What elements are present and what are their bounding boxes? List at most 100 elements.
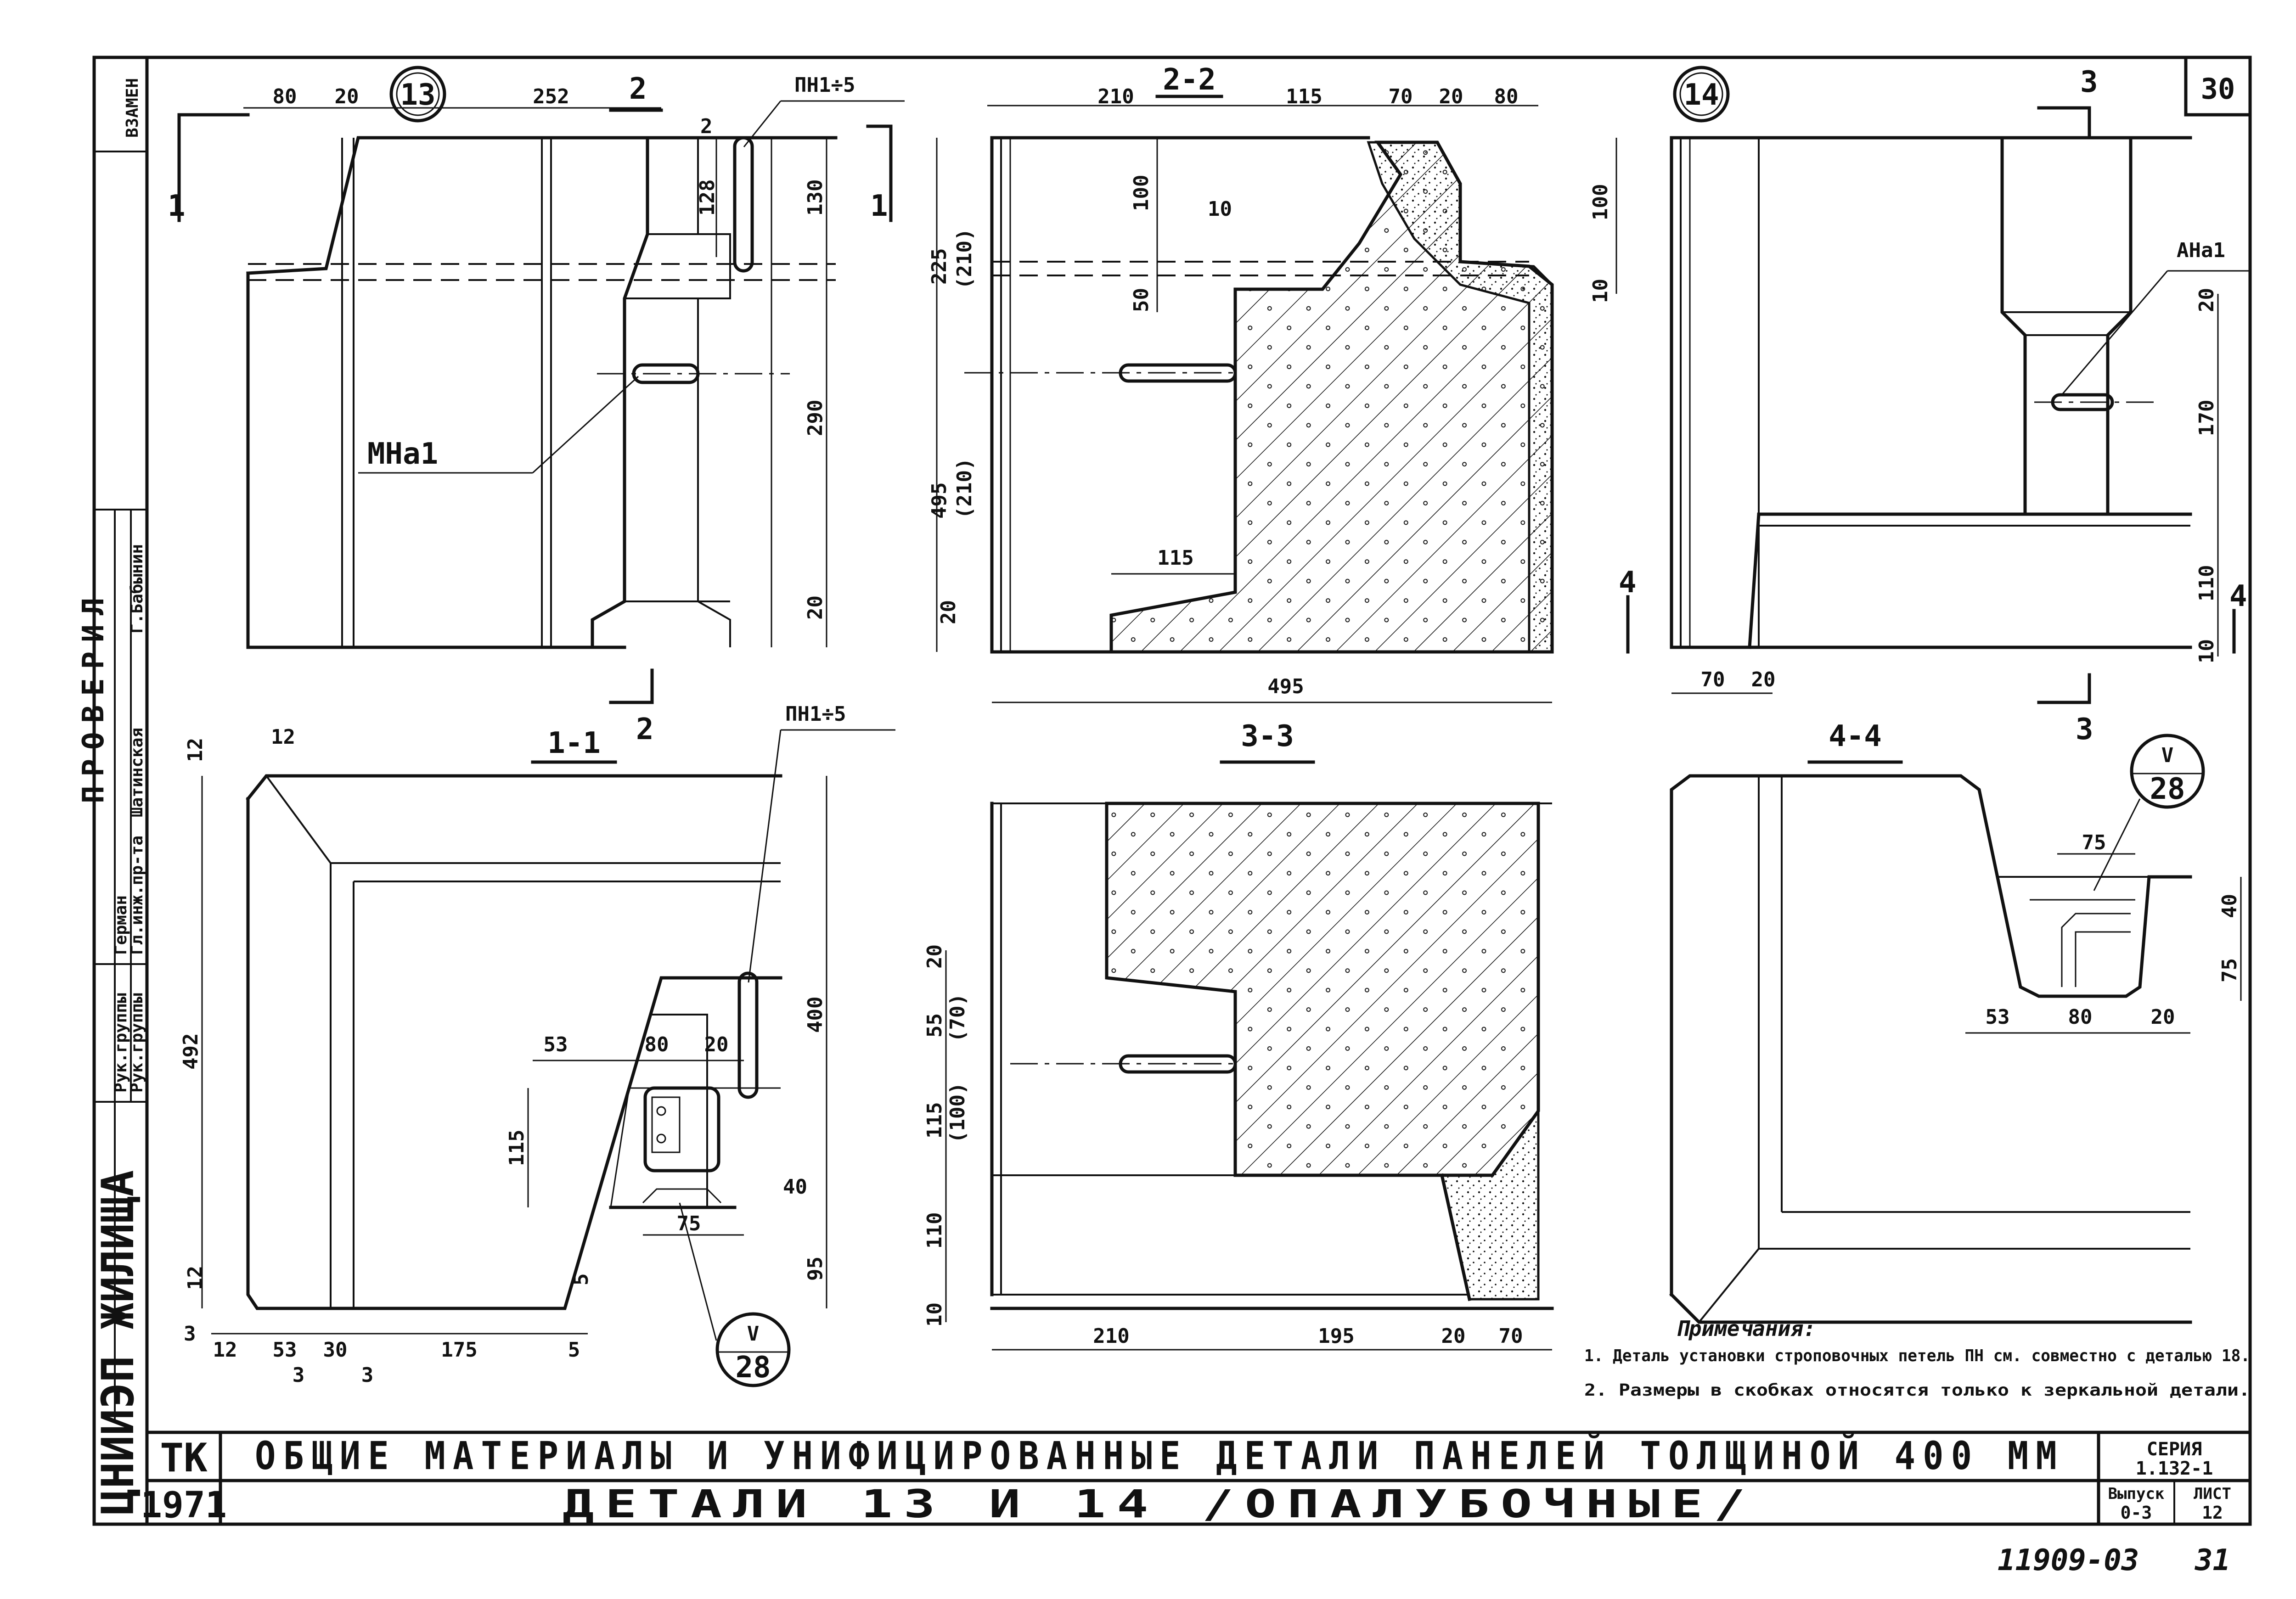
dim-22-210a: (210) — [953, 229, 976, 289]
checked-label: ПРОВЕРИЛ — [77, 589, 111, 803]
stamp-name-2: Шатинская — [128, 728, 146, 817]
sheet-number-bottom: 31 — [2195, 1543, 2230, 1577]
series-label: СЕРИЯ — [2147, 1439, 2202, 1460]
dim-11-i5: 5 — [569, 1274, 593, 1286]
dim-13-20b: 20 — [804, 595, 827, 620]
dim-11-b175: 175 — [441, 1338, 477, 1362]
dim-22-210b: (210) — [953, 458, 976, 519]
dim-13-290: 290 — [804, 400, 827, 436]
section-4-4-label: 4-4 — [1829, 719, 1882, 753]
dim-14-110: 110 — [2195, 565, 2218, 601]
dim-11-12-left: 12 — [184, 738, 207, 762]
ref-44-bottom: 28 — [2150, 772, 2185, 806]
cut-mark-2-top: 2 — [629, 72, 647, 106]
dim-13-80: 80 — [273, 85, 297, 108]
note-1: 1. Деталь установки строповочных петель … — [1584, 1347, 2250, 1365]
dim-13-20: 20 — [335, 85, 359, 108]
dim-11-i80: 80 — [645, 1033, 669, 1056]
dim-22-225: 225 — [928, 248, 951, 285]
sheet-label: ЛИСТ — [2194, 1485, 2231, 1503]
archive-code: 11909-03 — [1998, 1543, 2139, 1577]
dim-11-b5: 5 — [568, 1338, 580, 1362]
cut-mark-3-bottom: 3 — [2076, 713, 2093, 746]
dim-11-3: 3 — [184, 1322, 196, 1346]
dim-33-195: 195 — [1318, 1324, 1354, 1348]
notes-heading: Примечания: — [1676, 1316, 1816, 1341]
cut-mark-3-top: 3 — [2080, 65, 2098, 99]
dim-33-10: 10 — [923, 1302, 946, 1327]
dim-11-i20: 20 — [704, 1033, 729, 1056]
dim-33-115: 115 — [923, 1102, 946, 1139]
dim-33-70b: 70 — [1499, 1324, 1523, 1348]
issue-label: Выпуск — [2108, 1485, 2165, 1503]
dim-33-20b: 20 — [1441, 1324, 1466, 1348]
dim-14-20: 20 — [2195, 288, 2218, 312]
section-1-1-view: 1-1 ПН1÷5 V 28 12 492 12 12 3 12 53 — [179, 702, 895, 1387]
dim-13-252: 252 — [533, 85, 569, 108]
callout-pn-13: ПН1÷5 — [794, 73, 855, 97]
series-value: 1.132-1 — [2136, 1458, 2213, 1479]
ref-11-bottom: 28 — [735, 1351, 771, 1385]
dim-11-400: 400 — [804, 997, 827, 1033]
dim-11-b3b: 3 — [361, 1363, 374, 1387]
dim-11-i115: 115 — [505, 1130, 529, 1166]
dim-44-53: 53 — [1986, 1005, 2010, 1029]
dim-11-12: 12 — [271, 725, 295, 749]
dim-11-i53: 53 — [544, 1033, 568, 1056]
sheet-value: 12 — [2202, 1503, 2223, 1523]
dim-11-12b: 12 — [184, 1266, 207, 1290]
dim-22-495: 495 — [1267, 675, 1304, 698]
stamp-role-3: Гл.инж.пр-та — [128, 836, 146, 955]
sheet-frame — [92, 56, 2252, 1526]
dim-22-115: 115 — [1286, 85, 1322, 108]
section-2-2-label: 2-2 — [1163, 63, 1216, 97]
dim-22-100r: 100 — [1589, 184, 1612, 220]
detail-13-label: 13 — [400, 78, 435, 112]
dim-33-100: (100) — [946, 1083, 969, 1143]
dim-14-20b: 20 — [1751, 668, 1776, 691]
dim-22-10r: 10 — [1589, 279, 1612, 303]
sheet-title: ОБЩИЕ МАТЕРИАЛЫ И УНИФИЦИРОВАННЫЕ ДЕТАЛИ… — [255, 1433, 2064, 1478]
dim-44-40: 40 — [2218, 894, 2241, 918]
stamp-name-1: Герман — [112, 895, 130, 955]
dim-22-20: 20 — [937, 600, 960, 624]
dim-44-20: 20 — [2151, 1005, 2175, 1029]
dim-11-492: 492 — [179, 1033, 203, 1070]
section-1-1-label: 1-1 — [547, 726, 601, 760]
dim-11-40: 40 — [783, 1175, 807, 1199]
cut-mark-4-right: 4 — [2229, 579, 2247, 613]
dim-33-110: 110 — [923, 1212, 946, 1249]
dim-14-70: 70 — [1701, 668, 1725, 691]
sheet-number-top: 30 — [2201, 72, 2235, 106]
detail-14-label: 14 — [1683, 78, 1719, 112]
callout-an: АНа1 — [2177, 239, 2225, 262]
dim-22-10: 10 — [1208, 197, 1232, 221]
section-4-4-view: 4-4 V 28 75 40 75 53 80 20 — [1669, 719, 2242, 1324]
dim-11-b3a: 3 — [293, 1363, 305, 1387]
institute-name: ЦНИИЭП ЖИЛИЩА — [92, 1170, 144, 1515]
ref-44-top: V — [2161, 744, 2174, 767]
dim-11-i75: 75 — [677, 1212, 701, 1235]
dim-22-80: 80 — [1494, 85, 1519, 108]
dim-13-128: 128 — [696, 180, 719, 216]
cut-mark-1-right: 1 — [870, 189, 888, 223]
dim-33-20: 20 — [923, 944, 946, 969]
dim-22-100: 100 — [1130, 175, 1153, 211]
dim-22-70: 70 — [1389, 85, 1413, 108]
sheet-subtitle: ДЕТАЛИ 13 И 14 /ОПАЛУБОЧНЫЕ/ — [563, 1481, 1756, 1526]
dim-11-b12: 12 — [213, 1338, 237, 1362]
cut-mark-2-bottom: 2 — [636, 713, 654, 746]
stamp-role-4: Г.Бабынин — [128, 544, 146, 634]
side-stamp: ЦНИИЭП ЖИЛИЩА ВЗАМЕН ПРОВЕРИЛ Рук.группы… — [77, 78, 146, 1515]
dim-14-10: 10 — [2195, 639, 2218, 663]
issue-value: 0-3 — [2121, 1503, 2152, 1523]
dim-11-b53: 53 — [273, 1338, 297, 1362]
callout-mn: МНа1 — [367, 437, 438, 471]
stamp-role-2: Рук.группы — [128, 993, 146, 1093]
notes-block: Примечания: 1. Деталь установки стропово… — [1584, 1316, 2250, 1400]
year: 1971 — [141, 1485, 227, 1526]
dim-22-495v: 495 — [928, 483, 951, 519]
dim-13-130: 130 — [804, 180, 827, 216]
cut-mark-4-left: 4 — [1619, 566, 1637, 600]
ref-11-top: V — [747, 1322, 760, 1346]
